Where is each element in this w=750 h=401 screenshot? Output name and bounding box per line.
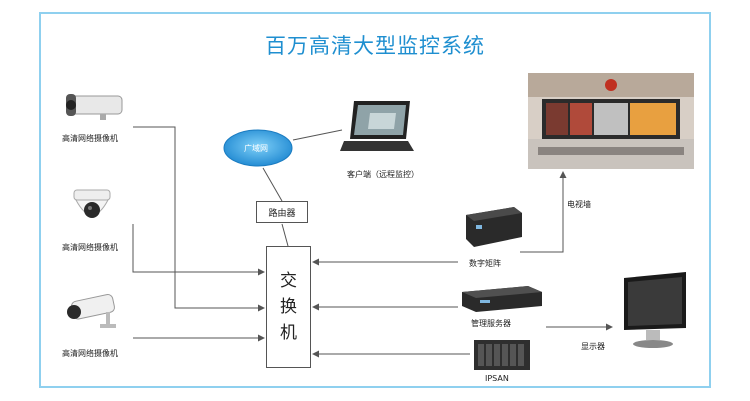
line-wan-client: [292, 129, 343, 141]
dome-camera-icon: [73, 189, 111, 218]
video-wall-label: 电视墙: [567, 200, 591, 209]
line-router-wan: [262, 167, 283, 202]
digital-matrix-icon: [466, 207, 522, 247]
line-matrix-videowall: [520, 171, 567, 253]
client-label: 客户端（远程监控）: [347, 170, 419, 179]
storage-array-icon: [474, 340, 530, 370]
switch-char-1: 交: [280, 271, 297, 291]
switch-char-3: 机: [280, 323, 297, 343]
switch-box: 交 换 机: [266, 246, 311, 368]
display-label: 显示器: [581, 342, 605, 351]
switch-char-2: 换: [280, 297, 297, 317]
camera-1-label: 高清网络摄像机: [62, 134, 118, 143]
digital-matrix-label: 数字矩阵: [469, 259, 501, 268]
video-wall-image: [528, 73, 694, 169]
bullet-camera-icon: [66, 94, 123, 120]
ipsan-label: IPSAN: [485, 374, 509, 383]
line-switch-router: [281, 223, 289, 247]
monitor-icon: [624, 272, 686, 348]
line-camera1-switch: [133, 126, 265, 312]
router-box: 路由器: [256, 201, 308, 223]
camera-2-label: 高清网络摄像机: [62, 243, 118, 252]
server-icon: [462, 286, 542, 312]
wan-cloud-icon: [223, 129, 293, 167]
management-server-label: 管理服务器: [471, 319, 511, 328]
line-camera2-switch: [132, 224, 265, 276]
camera-3-label: 高清网络摄像机: [62, 349, 118, 358]
laptop-icon: [340, 101, 414, 151]
bullet-camera-icon: [67, 294, 116, 328]
diagram-title: 百万高清大型监控系统: [265, 34, 485, 58]
wan-label: 广域网: [244, 144, 268, 153]
